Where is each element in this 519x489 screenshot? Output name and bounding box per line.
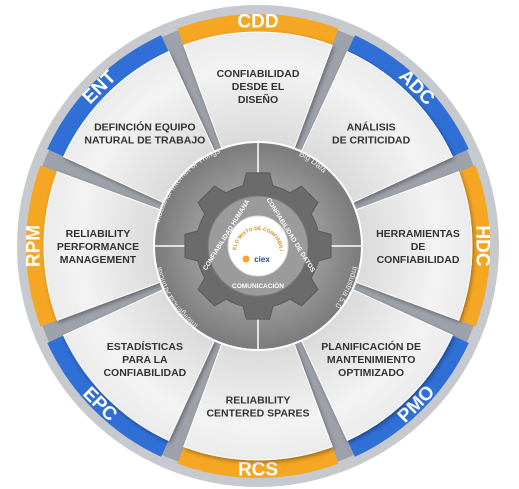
- segment-code-cdd: CDD: [237, 12, 278, 33]
- segment-label-line: CENTERED SPARES: [206, 408, 309, 420]
- logo-brand: ciex: [254, 255, 270, 264]
- segment-label-line: PERFORMANCE: [57, 241, 139, 253]
- segment-label-line: ANÁLISIS: [347, 120, 396, 133]
- segment-label-line: NATURAL DE TRABAJO: [84, 134, 205, 146]
- segment-label-line: MANTENIMIENTO: [327, 354, 415, 366]
- segment-label-line: CONFIABILIDAD: [103, 367, 186, 379]
- segment-label-line: PARA LA: [122, 354, 168, 366]
- segment-label-line: PLANIFICACIÓN DE: [321, 340, 421, 353]
- segment-label-line: CONFIABILIDAD: [377, 254, 460, 266]
- segment-label-line: HERRAMIENTAS: [376, 228, 460, 240]
- segment-label-line: MANAGEMENT: [60, 254, 137, 266]
- segment-label-line: RELIABILITY: [66, 228, 131, 240]
- logo-icon: [242, 255, 250, 263]
- segment-label-line: ESTADÍSTICAS: [107, 340, 183, 353]
- segment-code-rcs: RCS: [238, 460, 278, 481]
- gear-hub: [227, 215, 289, 277]
- segment-code-hdc: HDC: [472, 225, 493, 266]
- segment-label-line: DE CRITICIDAD: [332, 134, 411, 146]
- segment-label-line: DE: [411, 241, 426, 253]
- segment-label-line: DESDE EL: [232, 81, 285, 93]
- segment-label-line: DEFINCIÓN EQUIPO: [94, 120, 196, 133]
- segment-label-line: OPTIMIZADO: [338, 367, 404, 379]
- segment-label-line: CONFIABILIDAD: [217, 68, 300, 80]
- segment-label-line: RELIABILITY: [226, 395, 291, 407]
- segment-label-line: DISEÑO: [238, 93, 278, 106]
- gear-label-communication: COMUNICACIÓN: [232, 281, 284, 290]
- segment-code-rpm: RPM: [24, 225, 45, 267]
